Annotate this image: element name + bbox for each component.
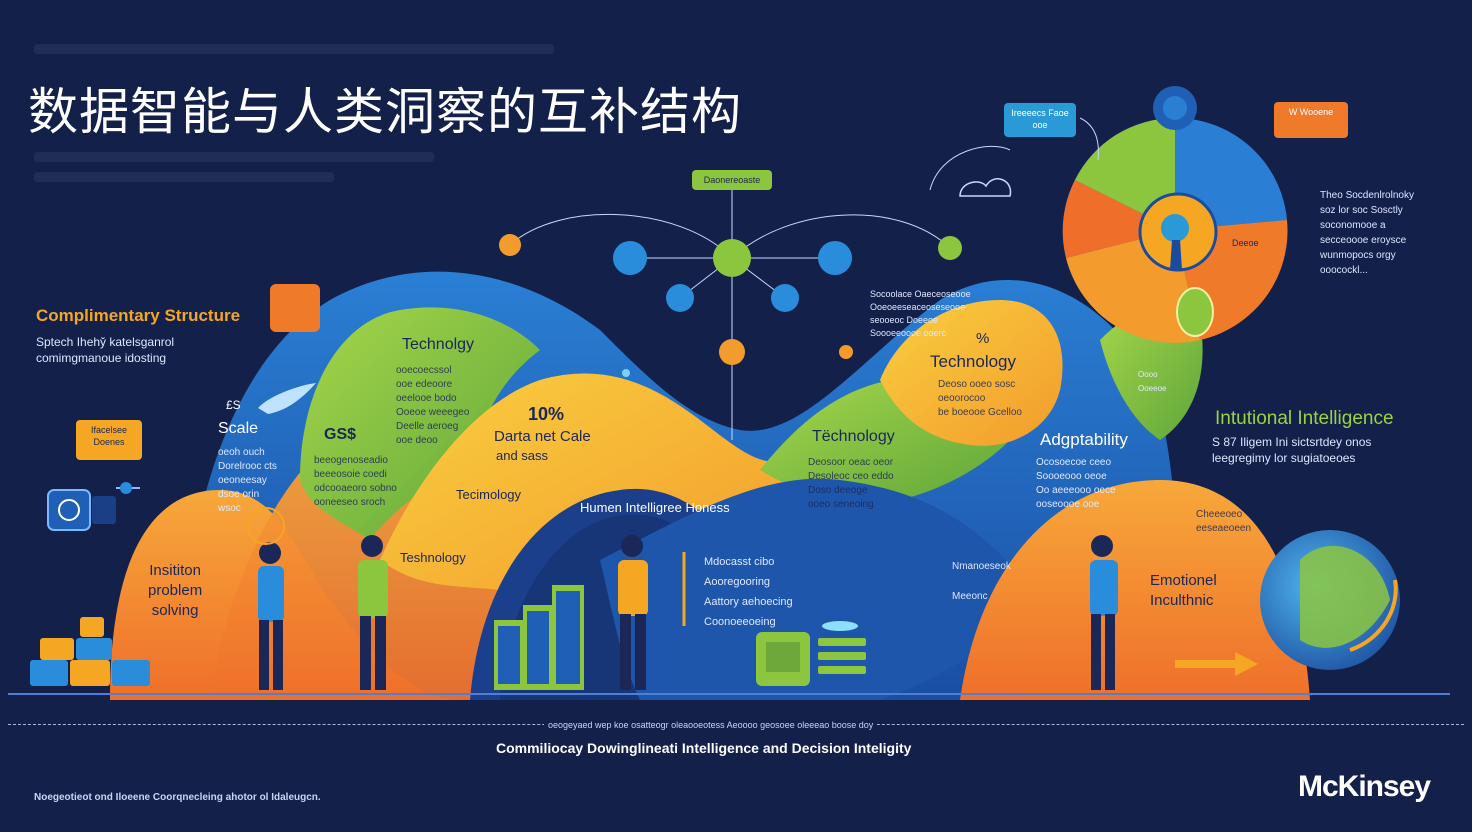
technology-label-2: Tecimology <box>456 487 522 502</box>
intuitional-intelligence-heading: Intutional Intelligence <box>1215 408 1394 429</box>
footer-main-caption: Commiliocay Dowinglineati Intelligence a… <box>496 740 912 756</box>
gs-text: beeogenoseadio beeeosoie coedi odcooaeor… <box>314 455 397 508</box>
gs-label: GS$ <box>324 426 357 443</box>
tag-top-right-orange: W Wooene <box>1274 102 1348 138</box>
left-panel-text: Sptech Ihehy̌ katelsganrol comimgmanoue … <box>36 335 175 365</box>
tag-top-right-blue: Ireeeecs Faoe ooe <box>1004 103 1076 137</box>
title-ghost-text <box>34 44 554 54</box>
technology-text-5: Deoso ooeo sosc oeoorocoo be boeooe Gcel… <box>938 379 1022 418</box>
subtitle-ghost-text <box>34 152 434 162</box>
technology-label-4: Tëchnology <box>812 428 895 445</box>
side-tag: Oooo Ooeeoe <box>1138 370 1167 393</box>
intuitional-intelligence-text: S 87 Iligem Ini sictsrtdey onos leegregi… <box>1212 435 1372 465</box>
tag-left-orange: Ifacelsee Doenes <box>76 420 142 460</box>
scale-text: oeoh ouch Dorelrooc cts oeoneesay dsoe o… <box>218 447 277 514</box>
wave-right-text: Socoolace Oaeceoseooe Ooeoeeseaceoseseoo… <box>870 289 971 338</box>
technology-text-1: ooecoecssol ooe edeoore oeelooe bodo Ooe… <box>396 365 470 446</box>
technology-label-1: Technolgy <box>402 336 475 353</box>
emotional-tag: Cheeeoeo eeseaeoeen <box>1196 509 1252 534</box>
brand-logo: McKinsey <box>1298 770 1431 803</box>
footer-left-note: Noegeotieot ond Iloeene Coorqnecleing ah… <box>34 792 321 803</box>
left-panel-heading: Complimentary Structure <box>36 306 241 325</box>
intuition-label: Insititon problem solving <box>148 562 203 619</box>
process-icon <box>270 284 320 332</box>
scale-number: £S <box>226 398 241 412</box>
data-label: Darta net Cale <box>494 428 591 445</box>
adaptability-text: Ocosoecoe ceeo Soooeooo oeoe Oo aeeeooo … <box>1036 457 1116 510</box>
page-title: 数据智能与人类洞察的互补结构 <box>28 83 742 141</box>
mid-right-text: Nmanoeseok Meeonc <box>952 561 1011 602</box>
human-intelligence-label: Humen Intelligree Honess <box>580 500 730 515</box>
pie-label: Deeoe <box>1232 238 1259 248</box>
technology-label-3: Teshnology <box>400 550 466 565</box>
right-panel-text: Theo Socdenlrolnoky soz lor soc Sosctly … <box>1320 190 1414 276</box>
subtitle-ghost-text-2 <box>34 172 334 182</box>
emotional-label: Emotionel Inculthnic <box>1150 572 1217 609</box>
technology-percent: % <box>976 330 990 347</box>
technology-text-4: Deosoor oeac oeor Desoleoc ceo eddo Doso… <box>808 457 894 510</box>
footer-tiny-text: oeogeyaed wep koe osatteogr oleaooeotess… <box>544 720 878 730</box>
scale-label: Scale <box>218 420 259 437</box>
tag-top-center: Daonereoaste <box>692 170 772 190</box>
adaptability-label: Adgptability <box>1040 430 1128 449</box>
data-label-2: and sass <box>496 448 549 463</box>
technology-label-5: Technology <box>930 352 1017 371</box>
human-intelligence-text: Mdocasst cibo Aooregooring Aattory aehoe… <box>704 556 793 628</box>
data-percent: 10% <box>528 404 565 424</box>
